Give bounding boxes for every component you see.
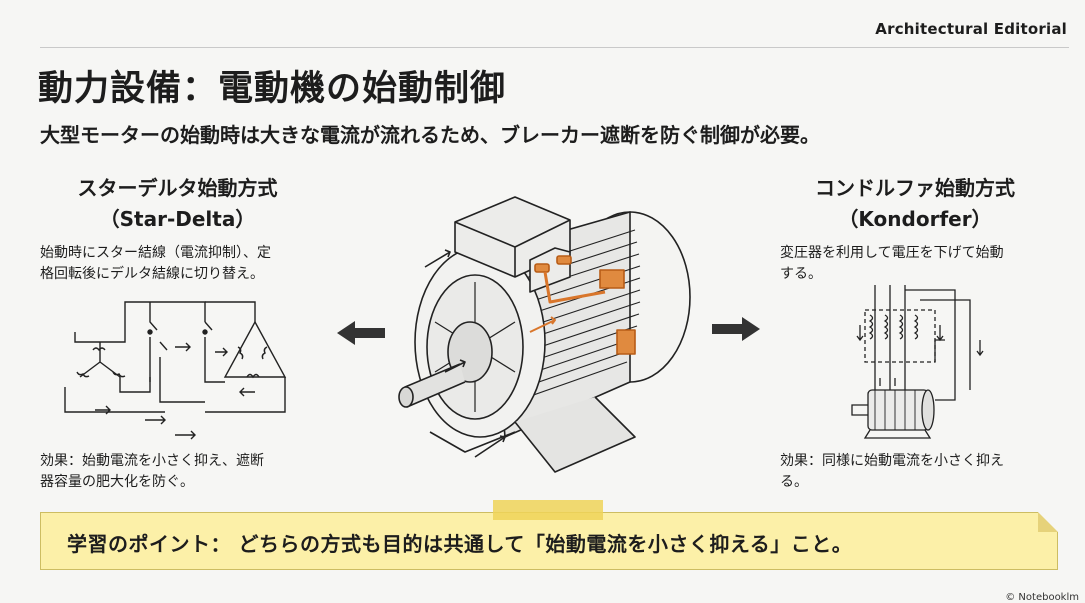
kondorfer-effect-line2: る。 xyxy=(780,474,808,490)
page-subtitle: 大型モーターの始動時は大きな電流が流れるため、ブレーカー遮断を防ぐ制御が必要。 xyxy=(40,123,820,147)
kondorfer-description: 変圧器を利用して電圧を下げて始動 する。 xyxy=(780,243,1065,285)
star-delta-title-line1: スターデルタ始動方式 xyxy=(77,176,278,200)
learning-point-note: 学習のポイント： どちらの方式も目的は共通して「始動電流を小さく抑える」こと。 xyxy=(40,512,1058,570)
star-delta-desc-line1: 始動時にスター結線（電流抑制）、定 xyxy=(40,245,271,261)
brand-label: Architectural Editorial xyxy=(875,20,1067,38)
kondorfer-effect: 効果：同様に始動電流を小さく抑え る。 xyxy=(780,451,1055,493)
kondorfer-effect-line1: 効果：同様に始動電流を小さく抑え xyxy=(780,453,1004,469)
star-delta-description: 始動時にスター結線（電流抑制）、定 格回転後にデルタ結線に切り替え。 xyxy=(40,243,330,285)
star-delta-effect-line2: 器容量の肥大化を防ぐ。 xyxy=(40,474,194,490)
star-delta-title-line2: （Star-Delta） xyxy=(99,207,256,231)
star-delta-effect-line1: 効果：始動電流を小さく抑え、遮断 xyxy=(40,453,264,469)
page-title: 動力設備：電動機の始動制御 xyxy=(38,69,507,109)
arrow-left-icon xyxy=(337,321,385,345)
electric-motor-illustration xyxy=(398,196,691,473)
star-delta-effect: 効果：始動電流を小さく抑え、遮断 器容量の肥大化を防ぐ。 xyxy=(40,451,315,493)
star-delta-title: スターデルタ始動方式 （Star-Delta） xyxy=(30,173,325,235)
arrow-right-icon xyxy=(712,317,760,341)
page-fold-corner xyxy=(1038,512,1058,532)
kondorfer-title-line2: （Kondorfer） xyxy=(838,207,992,231)
kondorfer-title: コンドルファ始動方式 （Kondorfer） xyxy=(770,173,1060,235)
learning-point-text: 学習のポイント： どちらの方式も目的は共通して「始動電流を小さく抑える」こと。 xyxy=(67,532,853,556)
kondorfer-desc-line1: 変圧器を利用して電圧を下げて始動 xyxy=(780,245,1004,261)
star-delta-wiring-diagram xyxy=(64,301,287,440)
star-delta-desc-line2: 格回転後にデルタ結線に切り替え。 xyxy=(40,266,264,282)
kondorfer-desc-line2: する。 xyxy=(780,266,822,282)
header-divider xyxy=(40,47,1069,48)
autotransformer-wiring-diagram xyxy=(851,285,984,439)
footer-credit: © Notebooklm xyxy=(1005,592,1079,603)
tape-strip xyxy=(493,500,603,520)
kondorfer-title-line1: コンドルファ始動方式 xyxy=(815,176,1015,200)
